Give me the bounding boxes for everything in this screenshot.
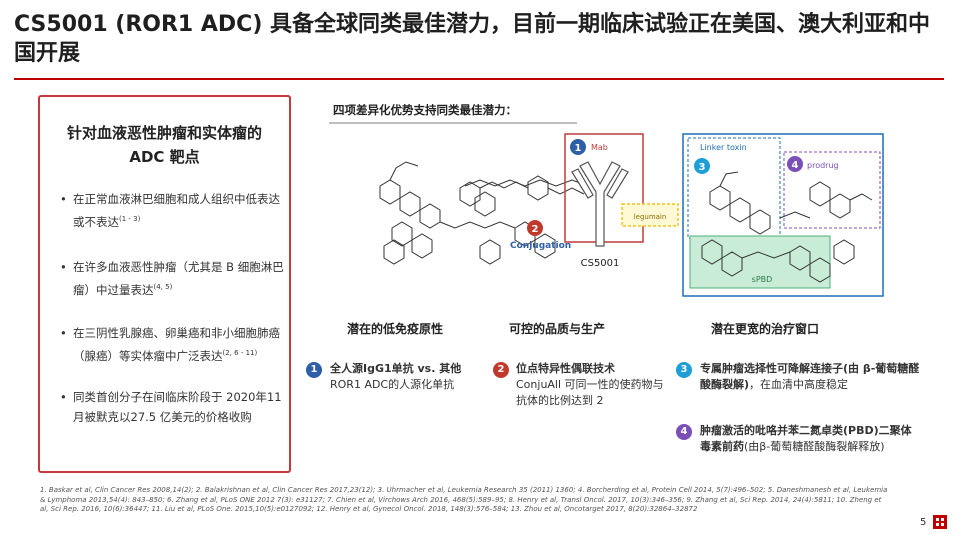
feature-3-number-icon: 3 [676,362,692,378]
badge-3 [694,158,710,174]
cs5001-label: CS5001 [581,258,620,269]
bullet-text: 在正常血液淋巴细胞和成人组织中低表达或不表达 [73,192,280,229]
bullet-dot-icon: • [60,326,67,340]
bullet-item: • 在正常血液淋巴细胞和成人组织中低表达或不表达(1 - 3) [60,189,285,232]
column-title-immunogenicity: 潜在的低免疫原性 [346,322,443,336]
linker-toxin-label: Linker toxin [700,143,747,152]
column-title-therapeutic-window: 潜在更宽的治疗窗口 [710,322,819,336]
right-molecule [709,171,873,235]
bullet-dot-icon: • [60,192,67,206]
badge-3-label: 3 [699,162,706,173]
target-panel-heading: 针对血液恶性肿瘤和实体瘤的 ADC 靶点 [66,124,262,166]
prodrug-box [783,151,881,229]
feature-1: 全人源IgG1单抗 vs. 其他 ROR1 ADC的人源化单抗 [330,361,480,393]
bullet-item: • 在三阴性乳腺癌、卵巢癌和非小细胞肺癌（腺癌）等实体瘤中广泛表达(2, 6 -… [60,323,285,366]
bullet-dot-icon: • [60,260,67,274]
badge-4-label: 4 [792,160,799,171]
bullet-text: 同类首创分子在间临床阶段于 2020年11月被默克以27.5 亿美元的价格收购 [73,390,282,424]
linker-toxin-inner-box [687,137,781,239]
pbd-molecule [701,239,855,283]
page-number: 5 [920,517,927,528]
target-panel: 针对血液恶性肿瘤和实体瘤的 ADC 靶点 • 在正常血液淋巴细胞和成人组织中低表… [38,95,291,473]
badge-1-label: 1 [575,143,582,154]
feature-4: 肿瘤激活的吡咯并苯二氮卓类(PBD)二聚体毒素前药(由β-葡萄糖醛酸酶裂解释放) [700,423,920,455]
bullet-text: 在许多血液恶性肿瘤（尤其是 B 细胞淋巴瘤）中过量表达 [73,260,284,297]
conjugation-label: Conjugation [510,241,571,251]
feature-2-bold: 位点特异性偶联技术 [516,362,615,375]
feature-2: 位点特异性偶联技术 ConjuAll 可同一性的使药物与抗体的比例达到 2 [516,361,664,409]
cs5001-structure-diagram: 1 Mab 2 Conjugation legumain CS5001 Link… [379,133,884,297]
bullet-ref: (1 - 3) [119,215,141,223]
badge-2-label: 2 [532,224,539,235]
feature-3-text: ，在血清中高度稳定 [749,378,849,391]
advantages-heading: 四项差异化优势支持同类最佳潜力： [333,103,517,117]
references: 1. Baskar et al, Clin Cancer Res 2008,14… [40,486,888,513]
conjugation-linker [464,179,589,187]
legumain-label: legumain [634,213,667,221]
bullet-item: • 在许多血液恶性肿瘤（尤其是 B 细胞淋巴瘤）中过量表达(4, 5) [60,257,285,300]
title-divider [14,78,944,80]
feature-2-text: ConjuAll 可同一性的使药物与抗体的比例达到 2 [516,378,664,407]
badge-2 [527,220,543,236]
page-title: CS5001 (ROR1 ADC) 具备全球同类最佳潜力，目前一期临床试验正在美… [14,12,931,66]
feature-1-bold: 全人源IgG1单抗 vs. 其他 [330,362,462,375]
advantages-heading-rule [329,122,577,124]
bullet-ref: (4, 5) [153,283,173,291]
bullet-text: 在三阴性乳腺癌、卵巢癌和非小细胞肺癌（腺癌）等实体瘤中广泛表达 [73,326,280,363]
bullet-dot-icon: • [60,390,67,404]
pbd-box [689,235,831,289]
bullet-ref: (2, 6 - 11) [222,349,258,357]
feature-4-number-icon: 4 [676,424,692,440]
badge-4 [787,156,803,172]
prodrug-label: prodrug [807,161,839,170]
feature-2-number-icon: 2 [493,362,509,378]
feature-4-text: (由β-葡萄糖醛酸酶裂解释放) [744,440,885,453]
column-title-manufacturing: 可控的品质与生产 [508,322,605,336]
feature-4-bold: 肿瘤激活的吡咯并苯二氮卓类(PBD)二聚体毒素前药 [700,424,912,453]
antibody-icon [571,161,629,247]
feature-3: 专属肿瘤选择性可降解连接子(由 β-葡萄糖醛酸酶裂解)，在血清中高度稳定 [700,361,920,393]
linker-toxin-box [682,133,884,297]
feature-1-number-icon: 1 [306,362,322,378]
legumain-box [621,203,679,227]
bullet-item: • 同类首创分子在间临床阶段于 2020年11月被默克以27.5 亿美元的价格收… [60,387,285,427]
feature-3-bold: 专属肿瘤选择性可降解连接子(由 β-葡萄糖醛酸酶裂解) [700,362,920,391]
feature-1-text: ROR1 ADC的人源化单抗 [330,378,455,391]
company-logo-icon [933,515,947,529]
mab-label: Mab [591,143,608,152]
pbd-label: sPBD [752,275,773,284]
badge-1 [570,139,586,155]
